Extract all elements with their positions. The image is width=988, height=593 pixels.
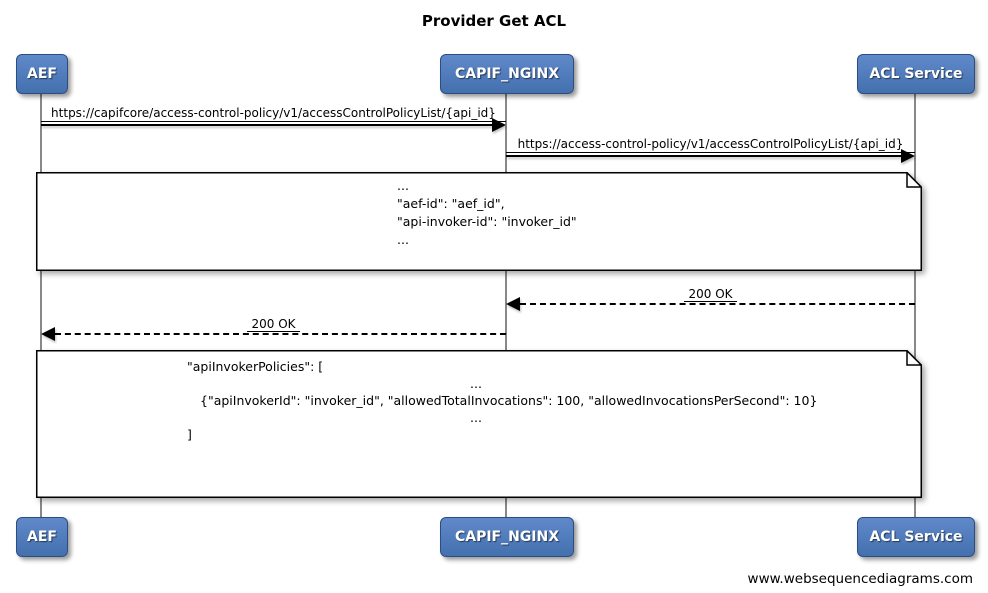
actor-acl-service-bottom: ACL Service xyxy=(857,517,975,557)
note-line: "apiInvokerPolicies": [ xyxy=(187,359,324,374)
message-2-label: https://access-control-policy/v1/accessC… xyxy=(506,137,915,153)
actor-capif-nginx-bottom: CAPIF_NGINX xyxy=(440,517,574,557)
note-line: {"apiInvokerId": "invoker_id", "allowedT… xyxy=(200,393,818,408)
note-line: ... xyxy=(397,178,409,193)
message-4-label-text: 200 OK xyxy=(247,317,300,332)
note-fold-icon xyxy=(906,172,922,188)
arrowhead-right-icon xyxy=(492,118,506,132)
message-4-line xyxy=(55,333,506,335)
actor-aef-bottom: AEF xyxy=(16,517,68,557)
note-line: ... xyxy=(470,376,482,391)
message-3-label: 200 OK xyxy=(506,287,915,302)
note-line: "aef-id": "aef_id", xyxy=(397,196,505,211)
actor-acl-service-top: ACL Service xyxy=(857,54,975,94)
actor-capif-nginx-top: CAPIF_NGINX xyxy=(440,54,574,94)
diagram-title: Provider Get ACL xyxy=(421,12,567,30)
actor-aef-label: AEF xyxy=(27,529,57,545)
note-line: ... xyxy=(397,232,409,247)
note-request-body-text: ... "aef-id": "aef_id", "api-invoker-id"… xyxy=(397,177,577,249)
message-3-line xyxy=(520,303,915,305)
note-shape xyxy=(36,172,922,271)
arrowhead-left-icon xyxy=(506,297,520,311)
note-fold-icon xyxy=(906,350,922,366)
message-3-label-text: 200 OK xyxy=(684,287,737,302)
note-response-body: "apiInvokerPolicies": [ ... {"apiInvoker… xyxy=(36,350,922,498)
note-response-body-text: "apiInvokerPolicies": [ ... {"apiInvoker… xyxy=(36,358,922,443)
message-2-line xyxy=(506,155,901,157)
arrowhead-right-icon xyxy=(901,149,915,163)
actor-acl-service-label: ACL Service xyxy=(869,529,963,545)
note-shape xyxy=(36,350,922,498)
note-request-body: ... "aef-id": "aef_id", "api-invoker-id"… xyxy=(36,172,922,271)
message-1-line xyxy=(41,124,492,126)
actor-capif-nginx-label: CAPIF_NGINX xyxy=(454,66,560,82)
actor-aef-top: AEF xyxy=(16,54,68,94)
lifeline-acl-service xyxy=(914,92,916,517)
lifeline-aef xyxy=(40,92,42,517)
message-1-label: https://capifcore/access-control-policy/… xyxy=(41,106,506,122)
actor-acl-service-label: ACL Service xyxy=(869,66,963,82)
footer-credit: www.websequencediagrams.com xyxy=(747,571,973,587)
note-line: ] xyxy=(187,427,192,442)
actor-capif-nginx-label: CAPIF_NGINX xyxy=(454,529,560,545)
actor-aef-label: AEF xyxy=(27,66,57,82)
message-4-label: 200 OK xyxy=(41,317,506,332)
note-line: "api-invoker-id": "invoker_id" xyxy=(397,214,577,229)
arrowhead-left-icon xyxy=(41,327,55,341)
note-line: ... xyxy=(470,410,482,425)
